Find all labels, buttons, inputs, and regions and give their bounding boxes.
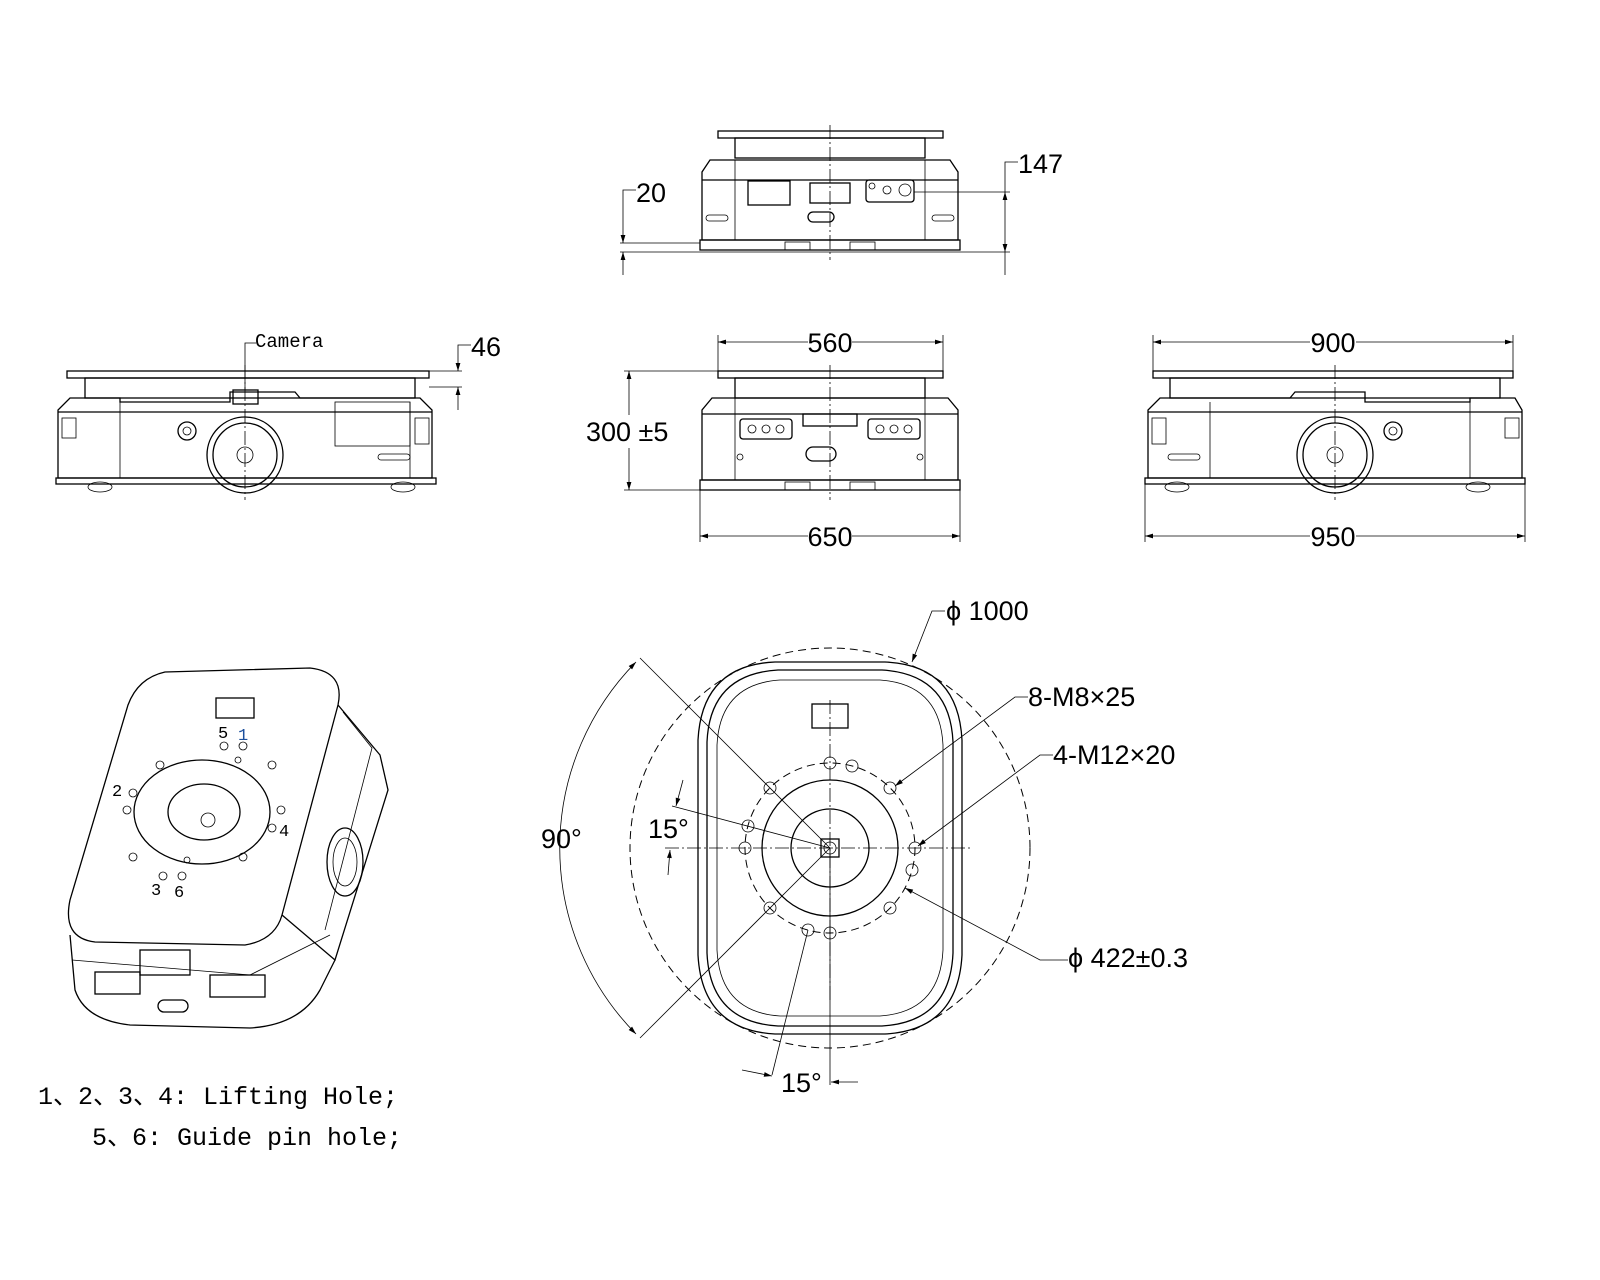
side-view-right: 900 950	[1144, 328, 1526, 552]
side-view-left: Camera 46	[55, 331, 501, 500]
plan-view: 90° 15° 15° ϕ 1000 8-M8×25 4-M12×20 ϕ 42…	[541, 596, 1188, 1098]
dim-147: 147	[1018, 149, 1063, 179]
legend-guide-pin-hole: 5、6: Guide pin hole;	[92, 1124, 402, 1153]
hole-number-1: 1	[238, 727, 248, 746]
dim-20: 20	[636, 178, 666, 208]
dim-900: 900	[1310, 328, 1355, 358]
front-view: 560 300 ±5 650	[586, 328, 961, 552]
hole-number-3: 3	[151, 882, 161, 901]
hole-number-2: 2	[112, 783, 122, 802]
front-view-lowered: 20 147	[620, 125, 1063, 275]
isometric-holes	[122, 741, 286, 881]
legend: 1、2、3、4: Lifting Hole; 5、6: Guide pin ho…	[38, 1083, 402, 1153]
isometric-view: 5 1 2 4 3 6	[67, 667, 389, 1029]
angle-15-bottom: 15°	[781, 1068, 822, 1098]
mounting-holes	[738, 756, 922, 940]
dim-560: 560	[807, 328, 852, 358]
angle-15-left: 15°	[648, 814, 689, 844]
dim-650: 650	[807, 522, 852, 552]
holes-m12-label: 4-M12×20	[1053, 740, 1175, 770]
camera-label: Camera	[255, 331, 323, 353]
legend-lifting-hole: 1、2、3、4: Lifting Hole;	[38, 1083, 398, 1112]
dim-950: 950	[1310, 522, 1355, 552]
dim-phi-1000: ϕ 1000	[946, 596, 1029, 626]
dim-phi-422: ϕ 422±0.3	[1068, 943, 1188, 973]
holes-m8-label: 8-M8×25	[1028, 682, 1135, 712]
dim-46: 46	[471, 332, 501, 362]
angle-90: 90°	[541, 824, 582, 854]
hole-number-6: 6	[174, 884, 184, 903]
hole-number-4: 4	[279, 823, 289, 842]
dim-300: 300 ±5	[586, 417, 668, 447]
hole-number-5: 5	[218, 725, 228, 744]
